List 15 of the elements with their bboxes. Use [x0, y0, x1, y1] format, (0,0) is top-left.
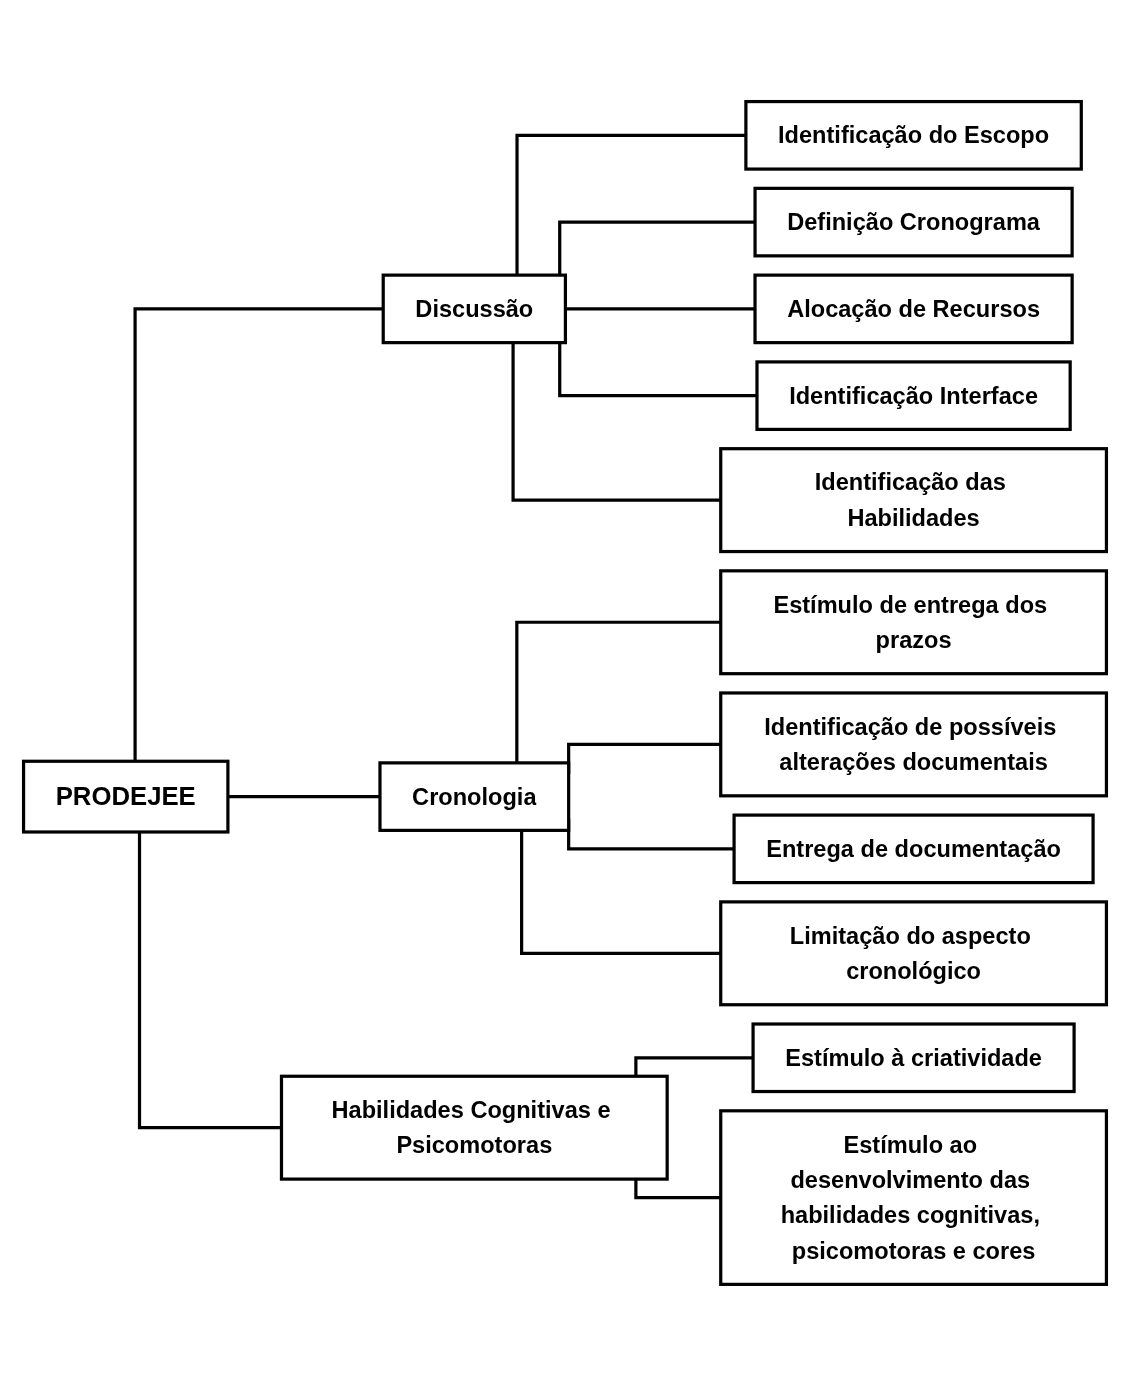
node-box: Estímulo de entrega dos prazos: [718, 568, 1108, 675]
node-box: Limitação do aspecto cronológico: [718, 899, 1108, 1006]
node-box: Estímulo ao desenvolvimento das habilidades cognitivas, psicomotoras e cores: [718, 1108, 1108, 1286]
node-box: Identificação de possíveis alterações documentais: [718, 690, 1108, 797]
node-box: Identificação do Escopo: [743, 99, 1083, 171]
node-box: Entrega de documentação: [731, 813, 1095, 884]
node-box: PRODEJEE: [21, 759, 229, 834]
node-box: Identificação Interface: [754, 359, 1072, 431]
node-box: Alocação de Recursos: [752, 273, 1074, 344]
node-box: Cronologia: [377, 760, 570, 832]
node-box: Estímulo à criatividade: [750, 1021, 1076, 1093]
node-box: Habilidades Cognitivas e Psicomotoras: [279, 1074, 669, 1181]
node-box: Identificação das Habilidades: [718, 446, 1108, 553]
node-box: Discussão: [381, 273, 567, 344]
node-box: Definição Cronograma: [752, 186, 1074, 257]
